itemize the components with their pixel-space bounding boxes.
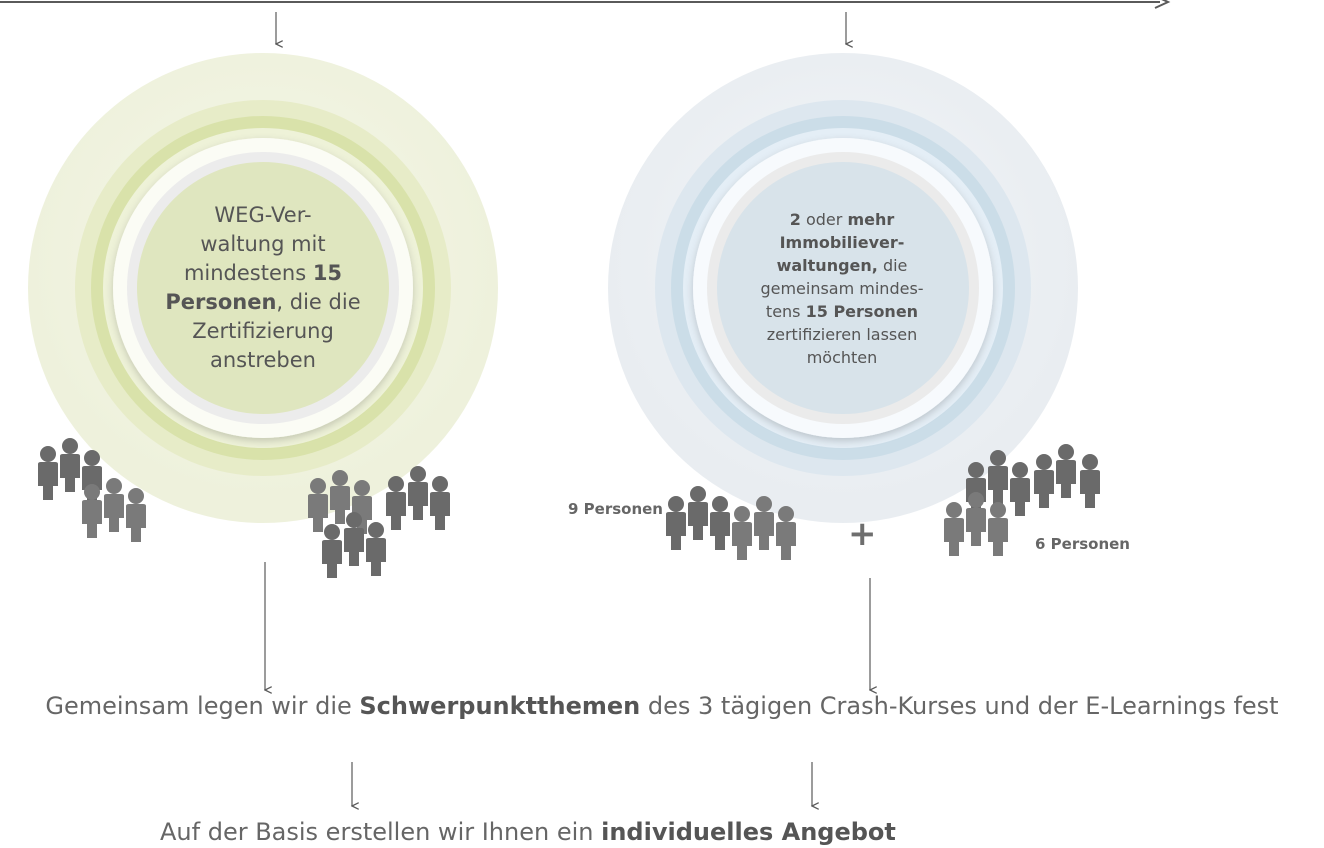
right-circle bbox=[608, 53, 1078, 523]
focus-post: des 3 tägigen Crash-Kurses und der E-Lea… bbox=[640, 692, 1279, 720]
left-text-line: WEG-Ver- bbox=[214, 203, 312, 227]
right-text-line: möchten bbox=[806, 347, 878, 367]
left-text-bold: 15 bbox=[312, 261, 343, 285]
right-text-line: gemeinsam mindes- bbox=[760, 278, 924, 298]
left-text-span: mindestens bbox=[183, 261, 313, 285]
right-text-line: tens 15 Personen bbox=[766, 300, 918, 323]
right-text-bold: 2 bbox=[789, 209, 801, 229]
focus-bold: Schwerpunktthemen bbox=[359, 692, 641, 720]
right-text-span: tens bbox=[765, 301, 806, 321]
left-text-span: , die die bbox=[276, 290, 361, 314]
left-text-line: waltung mit bbox=[200, 232, 326, 256]
right-circle-text: 2 oder mehr Immobiliever- waltungen, die… bbox=[712, 170, 972, 406]
right-text-line: waltungen, die bbox=[777, 254, 908, 277]
label-nine-persons: 9 Personen bbox=[568, 500, 663, 518]
right-text-span: die bbox=[877, 255, 908, 275]
right-text-line: zertifizieren lassen bbox=[766, 324, 918, 344]
left-text-line: Personen, die die bbox=[165, 288, 360, 317]
left-text-line: Zertifizierung bbox=[192, 319, 334, 343]
left-circle-text: WEG-Ver- waltung mit mindestens 15 Perso… bbox=[145, 170, 381, 406]
left-text-line: anstreben bbox=[209, 348, 316, 372]
top-flow-arrow bbox=[0, 0, 1171, 9]
right-text-bold: waltungen, bbox=[776, 255, 878, 275]
right-text-span: oder bbox=[800, 209, 848, 229]
right-text-bold: 15 Personen bbox=[805, 301, 919, 321]
plus-sign: + bbox=[848, 514, 877, 554]
right-text-bold: Immobiliever- bbox=[779, 232, 905, 252]
offer-bold: individuelles Angebot bbox=[601, 818, 896, 846]
right-text-line: Immobiliever- bbox=[780, 231, 905, 254]
left-text-bold: Personen bbox=[165, 290, 277, 314]
offer-pre: Auf der Basis erstellen wir Ihnen ein bbox=[160, 818, 602, 846]
right-text-line: 2 oder mehr bbox=[790, 208, 895, 231]
label-six-persons: 6 Personen bbox=[1035, 535, 1130, 553]
right-text-bold: mehr bbox=[847, 209, 895, 229]
focus-pre: Gemeinsam legen wir die bbox=[45, 692, 360, 720]
offer-sentence: Auf der Basis erstellen wir Ihnen ein in… bbox=[160, 816, 896, 848]
left-text-line: mindestens 15 bbox=[184, 259, 342, 288]
focus-topics-sentence: Gemeinsam legen wir die Schwerpunkttheme… bbox=[10, 690, 1314, 722]
left-circle bbox=[28, 53, 498, 523]
